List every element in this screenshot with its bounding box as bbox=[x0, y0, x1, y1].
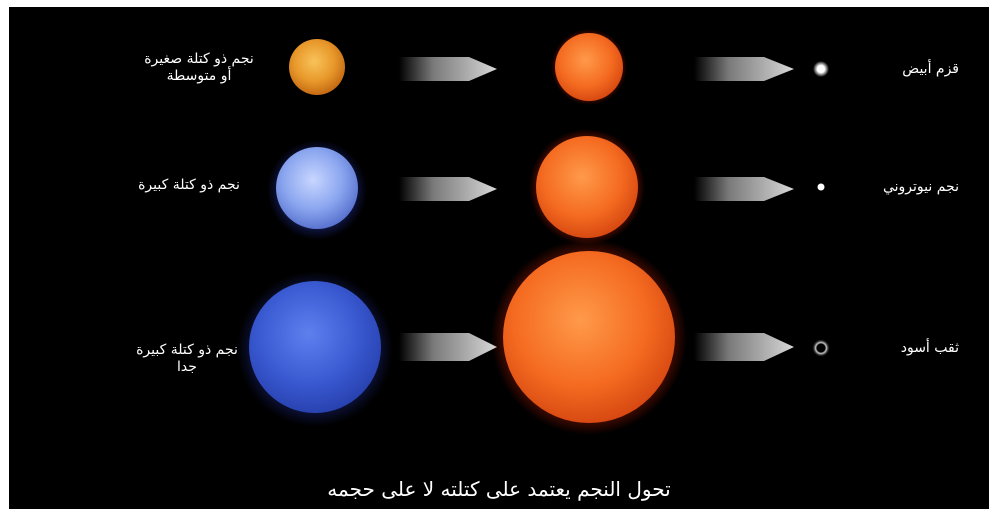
arrow-icon bbox=[399, 57, 497, 81]
arrow-icon bbox=[694, 333, 794, 361]
neutron-star-icon bbox=[817, 183, 825, 191]
arrow-icon bbox=[694, 177, 794, 201]
very-massive-star-icon bbox=[249, 281, 381, 413]
diagram-graphics bbox=[237, 29, 830, 435]
arrow-icon bbox=[399, 177, 497, 201]
very-massive-star-label: نجم ذو كتلة كبيرة جدا bbox=[117, 342, 257, 376]
diagram-caption: تحول النجم يعتمد على كتلته لا على حجمه bbox=[327, 477, 671, 501]
small-star-icon bbox=[289, 39, 345, 95]
diagram-canvas: نجم ذو كتلة صغيرة أو متوسطة نجم ذو كتلة … bbox=[9, 7, 989, 509]
label-line: أو متوسطة bbox=[166, 68, 232, 84]
white-dwarf-icon bbox=[813, 61, 829, 77]
label-line: جدا bbox=[177, 359, 197, 375]
massive-star-label: نجم ذو كتلة كبيرة bbox=[119, 177, 259, 194]
label-line: نجم ذو كتلة كبيرة bbox=[136, 342, 238, 358]
red-supergiant-icon bbox=[536, 136, 638, 238]
label-line: نجم ذو كتلة كبيرة bbox=[138, 177, 240, 193]
black-hole-icon bbox=[812, 339, 830, 357]
black-hole-label: ثقب أسود bbox=[900, 340, 959, 356]
label-line: نجم ذو كتلة صغيرة bbox=[144, 51, 254, 67]
white-dwarf-label: قزم أبيض bbox=[902, 61, 959, 77]
arrow-icon bbox=[399, 333, 497, 361]
red-hypergiant-icon bbox=[503, 251, 675, 423]
massive-star-icon bbox=[276, 147, 358, 229]
neutron-star-label: نجم نيوتروني bbox=[882, 179, 959, 195]
red-giant-icon bbox=[555, 33, 623, 101]
small-star-label: نجم ذو كتلة صغيرة أو متوسطة bbox=[129, 51, 269, 85]
arrow-icon bbox=[694, 57, 794, 81]
